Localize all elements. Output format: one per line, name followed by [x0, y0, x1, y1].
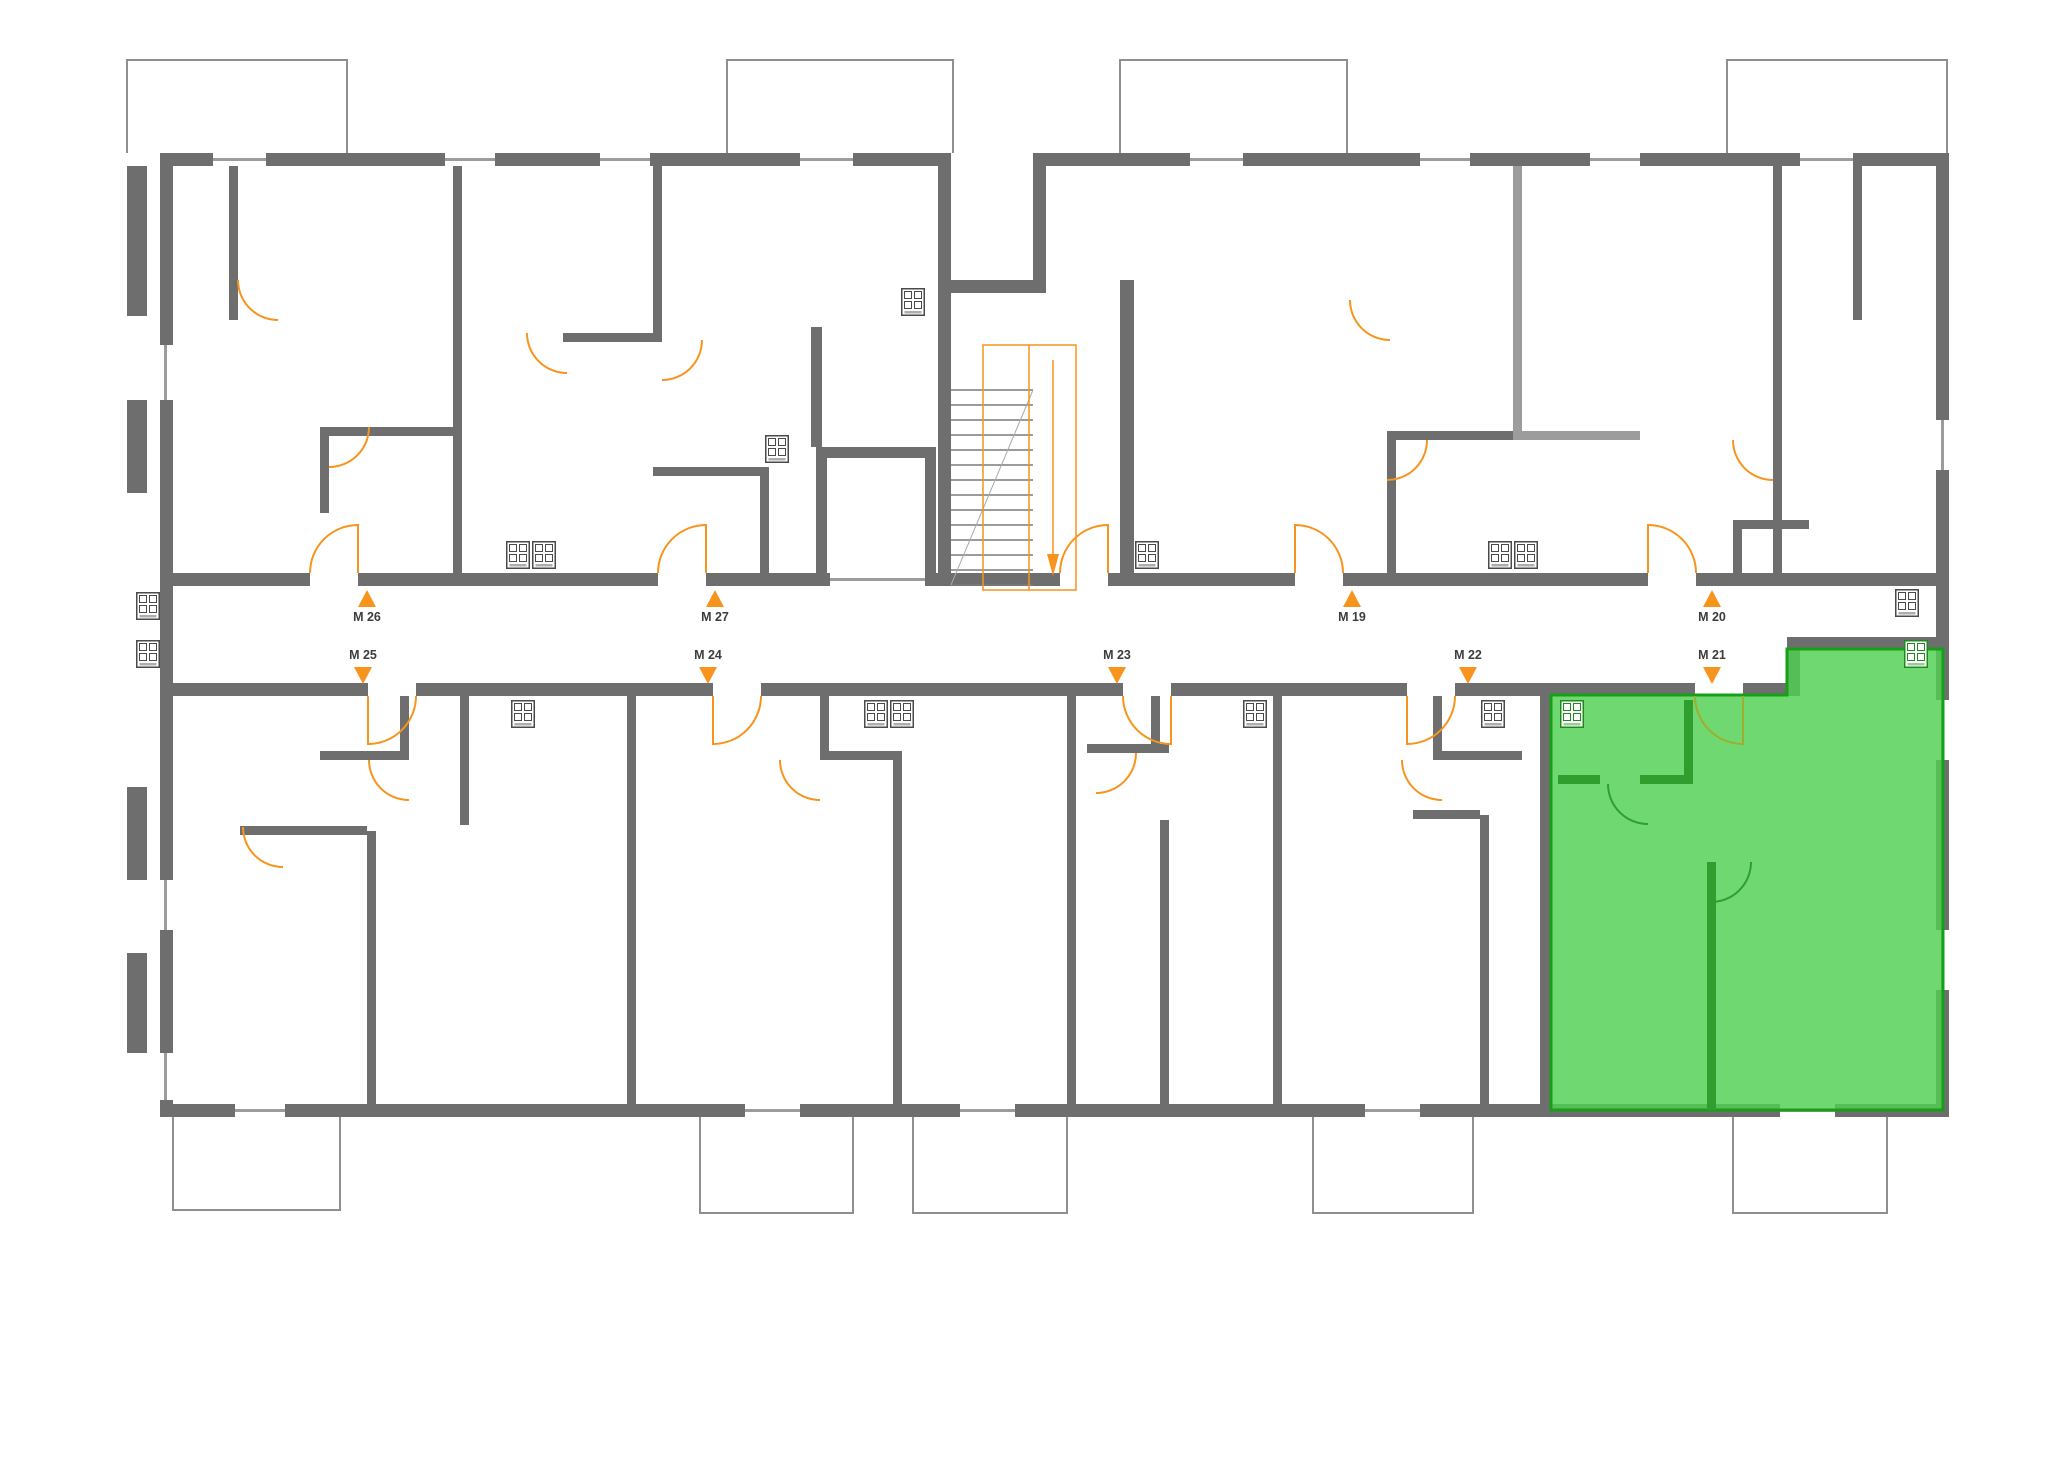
light-walls	[1513, 166, 1640, 440]
utility-shaft-icon	[1514, 541, 1538, 569]
utility-shaft-icon	[901, 288, 925, 316]
unit-label: M 19	[1338, 610, 1366, 624]
entrance-arrow-down-icon	[699, 667, 717, 684]
utility-shaft-icon	[1481, 700, 1505, 728]
utility-shaft-icon	[136, 640, 160, 668]
elevator-cab	[827, 458, 925, 571]
unit-label: M 25	[349, 648, 377, 662]
door-swings-interior	[237, 279, 1774, 868]
unit-marker-m26[interactable]: M 26	[353, 590, 381, 624]
unit-label: M 23	[1103, 648, 1131, 662]
utility-shaft-icon	[506, 541, 530, 569]
utility-shaft-icon	[136, 592, 160, 620]
stair-direction-arrowhead	[1047, 554, 1059, 576]
unit-marker-m25[interactable]: M 25	[349, 648, 377, 684]
entrance-arrow-down-icon	[1108, 667, 1126, 684]
stair-upper-flight-outline	[982, 344, 1077, 591]
utility-shaft-icon	[1488, 541, 1512, 569]
unit-label: M 26	[353, 610, 381, 624]
balcony-railings	[126, 59, 1948, 1214]
utility-shaft-icon	[1135, 541, 1159, 569]
utility-shaft-icon	[864, 700, 888, 728]
utility-shaft-icon	[1243, 700, 1267, 728]
selected-unit-m21[interactable]	[1549, 647, 1945, 1112]
unit-marker-m19[interactable]: M 19	[1338, 590, 1366, 624]
door-swing-selected-unit-entrance	[1694, 695, 1744, 746]
utility-shaft-icon	[532, 541, 556, 569]
unit-label: M 21	[1698, 648, 1726, 662]
utility-shaft-icon	[765, 435, 789, 463]
entrance-arrow-down-icon	[354, 667, 372, 684]
entrance-arrow-up-icon	[358, 590, 376, 607]
utility-shaft-icon	[1895, 589, 1919, 617]
unit-marker-m23[interactable]: M 23	[1103, 648, 1131, 684]
unit-marker-m27[interactable]: M 27	[701, 590, 729, 624]
entrance-arrow-up-icon	[1703, 590, 1721, 607]
utility-shaft-icon	[1560, 700, 1584, 728]
entrance-arrow-up-icon	[1343, 590, 1361, 607]
selected-unit-door-swings	[1607, 783, 1752, 903]
staircase	[950, 344, 1077, 591]
unit-label: M 27	[701, 610, 729, 624]
stair-diagonal-line	[950, 389, 1034, 586]
unit-marker-m21[interactable]: M 21	[1698, 648, 1726, 684]
stair-treads	[951, 389, 1033, 586]
entrance-arrow-down-icon	[1703, 667, 1721, 684]
unit-marker-m22[interactable]: M 22	[1454, 648, 1482, 684]
utility-shaft-icon	[1904, 640, 1928, 668]
unit-marker-m20[interactable]: M 20	[1698, 590, 1726, 624]
utility-shaft-icon	[511, 700, 535, 728]
unit-label: M 24	[694, 648, 722, 662]
door-swings-corridor	[309, 523, 1697, 746]
utility-shaft-icon	[890, 700, 914, 728]
entrance-arrow-down-icon	[1459, 667, 1477, 684]
unit-label: M 22	[1454, 648, 1482, 662]
entrance-arrow-up-icon	[706, 590, 724, 607]
unit-marker-m24[interactable]: M 24	[694, 648, 722, 684]
unit-label: M 20	[1698, 610, 1726, 624]
